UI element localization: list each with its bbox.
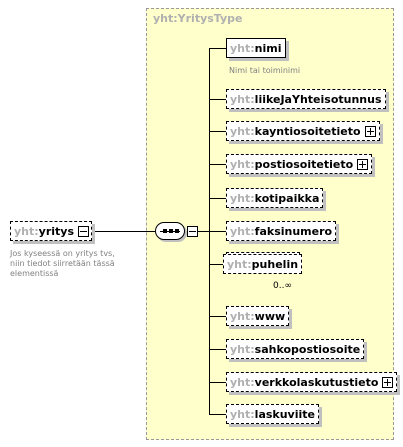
element-prefix: yht: [227,257,252,271]
root-element-yritys[interactable]: yht:yritys [10,221,92,241]
sequence-dot-3 [175,229,179,233]
element-label: nimi [254,41,282,55]
element-prefix: yht: [230,41,255,55]
root-prefix: yht: [14,224,39,238]
element-label: verkkolaskutustieto [254,375,379,389]
element-prefix: yht: [230,191,255,205]
sequence-dot-1 [163,229,167,233]
sequence-collapse-icon[interactable] [187,226,198,237]
branch-verkkolaskutustieto [209,382,226,383]
element-prefix: yht: [230,92,255,106]
root-doc-line-3: elementissä [10,269,59,278]
puhelin-occurrence: 0..∞ [273,281,292,291]
element-kayntiosoitetieto[interactable]: yht:kayntiosoitetieto [226,121,380,141]
element-prefix: yht: [230,224,255,238]
element-label: kotipaikka [254,191,320,205]
sequence-compositor-icon[interactable] [155,222,185,240]
element-prefix: yht: [230,375,255,389]
branch-kayntiosoitetieto [209,131,226,132]
element-prefix: yht: [230,342,255,356]
element-nimi[interactable]: yht:nimi [226,38,286,58]
element-label: puhelin [251,257,299,271]
element-label: laskuviite [254,407,315,421]
sequence-dot-2 [169,229,173,233]
element-prefix: yht: [230,407,255,421]
branch-kotipaikka [209,198,226,199]
root-name: yritys [38,224,75,238]
element-prefix: yht: [230,157,255,171]
element-label: postiosoitetieto [254,157,354,171]
element-sahkopostiosoite[interactable]: yht:sahkopostiosoite [226,339,365,359]
element-liikeJaYhteisotunnus[interactable]: yht:liikeJaYhteisotunnus [226,89,386,109]
element-www[interactable]: yht:www [226,306,290,326]
root-connector-line [92,231,155,232]
plus-expand-icon[interactable] [364,125,376,137]
branch-laskuviite [209,414,226,415]
root-doc-line-1: Jos kyseessä on yritys tvs, [10,249,115,258]
minus-collapse-icon[interactable] [78,225,90,237]
branch-nimi [209,48,226,49]
branch-sahkopostiosoite [209,349,226,350]
element-laskuviite[interactable]: yht:laskuviite [226,404,319,424]
element-label: sahkopostiosoite [254,342,361,356]
root-doc-line-2: niin tiedot siirretään tässä [10,259,115,268]
branch-liikeJaYhteisotunnus [209,99,226,100]
element-prefix: yht: [230,309,255,323]
branch-puhelin [209,264,226,265]
element-label: kayntiosoitetieto [254,124,361,138]
branch-www [209,316,226,317]
element-verkkolaskutustieto[interactable]: yht:verkkolaskutustieto [226,372,398,392]
type-title: yht:YritysType [153,12,243,25]
nimi-documentation: Nimi tai toiminimi [229,66,301,75]
element-label: www [254,309,286,323]
element-prefix: yht: [230,124,255,138]
root-documentation: Jos kyseessä on yritys tvs, niin tiedot … [10,249,145,279]
element-label: liikeJaYhteisotunnus [254,92,382,106]
element-postiosoitetieto[interactable]: yht:postiosoitetieto [226,154,373,174]
branch-faksinumero [209,231,226,232]
element-faksinumero[interactable]: yht:faksinumero [226,221,337,241]
plus-expand-icon[interactable] [382,376,394,388]
sequence-connector-line [197,231,209,232]
plus-expand-icon[interactable] [357,158,369,170]
element-kotipaikka[interactable]: yht:kotipaikka [226,188,324,208]
element-puhelin[interactable]: yht:puhelin [223,254,303,274]
element-label: faksinumero [254,224,333,238]
branch-postiosoitetieto [209,164,226,165]
